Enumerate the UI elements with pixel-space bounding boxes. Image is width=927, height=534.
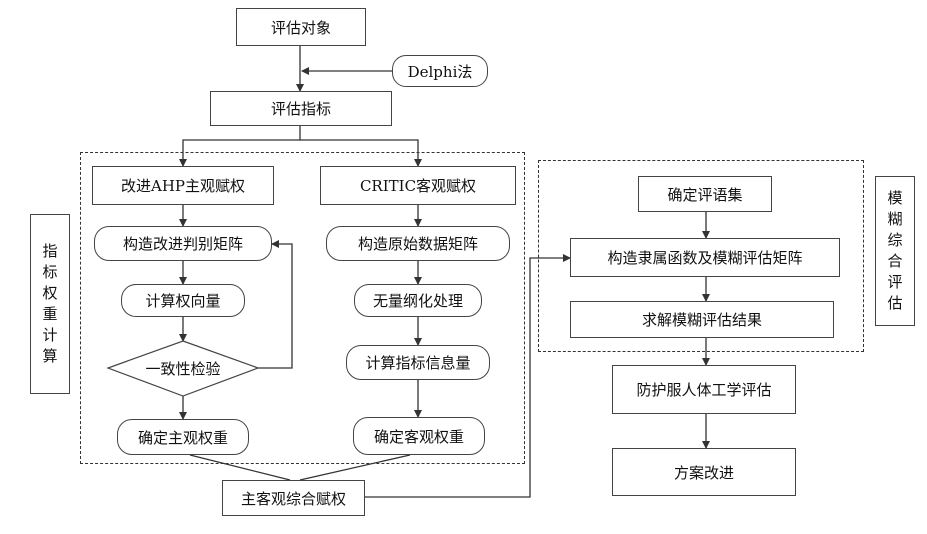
- side-char: 计: [42, 325, 57, 346]
- node-critic[interactable]: CRITIC客观赋权: [320, 166, 516, 205]
- node-consistency-check[interactable]: 一致性检验: [128, 356, 238, 380]
- side-char: 糊: [887, 209, 902, 230]
- side-label-fuzzy-eval: 模 糊 综 合 评 估: [875, 176, 915, 326]
- side-char: 算: [42, 346, 57, 367]
- side-char: 估: [887, 293, 902, 314]
- node-evaluation-object[interactable]: 评估对象: [236, 8, 366, 46]
- node-compute-weight-vector[interactable]: 计算权向量: [121, 284, 245, 317]
- node-construct-membership[interactable]: 构造隶属函数及模糊评估矩阵: [570, 238, 840, 277]
- node-determine-subjective-weight[interactable]: 确定主观权重: [117, 419, 249, 455]
- side-char: 标: [42, 262, 57, 283]
- node-evaluation-indicators[interactable]: 评估指标: [210, 91, 392, 126]
- node-improved-ahp[interactable]: 改进AHP主观赋权: [92, 166, 274, 205]
- node-construct-judgment-matrix[interactable]: 构造改进判别矩阵: [94, 226, 272, 261]
- side-char: 合: [887, 251, 902, 272]
- node-dimensionless-processing[interactable]: 无量纲化处理: [354, 284, 482, 317]
- node-determine-comment-set[interactable]: 确定评语集: [638, 176, 772, 212]
- node-delphi[interactable]: Delphi法: [392, 55, 488, 87]
- side-char: 重: [42, 304, 57, 325]
- side-char: 权: [42, 283, 57, 304]
- node-construct-raw-matrix[interactable]: 构造原始数据矩阵: [326, 226, 510, 261]
- side-char: 评: [887, 272, 902, 293]
- node-solve-fuzzy-result[interactable]: 求解模糊评估结果: [570, 301, 834, 338]
- node-ergonomic-evaluation[interactable]: 防护服人体工学评估: [612, 365, 796, 414]
- node-compute-information[interactable]: 计算指标信息量: [346, 345, 490, 380]
- node-combined-weighting[interactable]: 主客观综合赋权: [222, 480, 365, 516]
- side-char: 综: [887, 230, 902, 251]
- side-label-weight-calc: 指 标 权 重 计 算: [30, 214, 70, 394]
- side-char: 指: [42, 241, 57, 262]
- node-determine-objective-weight[interactable]: 确定客观权重: [353, 417, 485, 455]
- side-char: 模: [887, 188, 902, 209]
- node-scheme-improvement[interactable]: 方案改进: [612, 448, 796, 496]
